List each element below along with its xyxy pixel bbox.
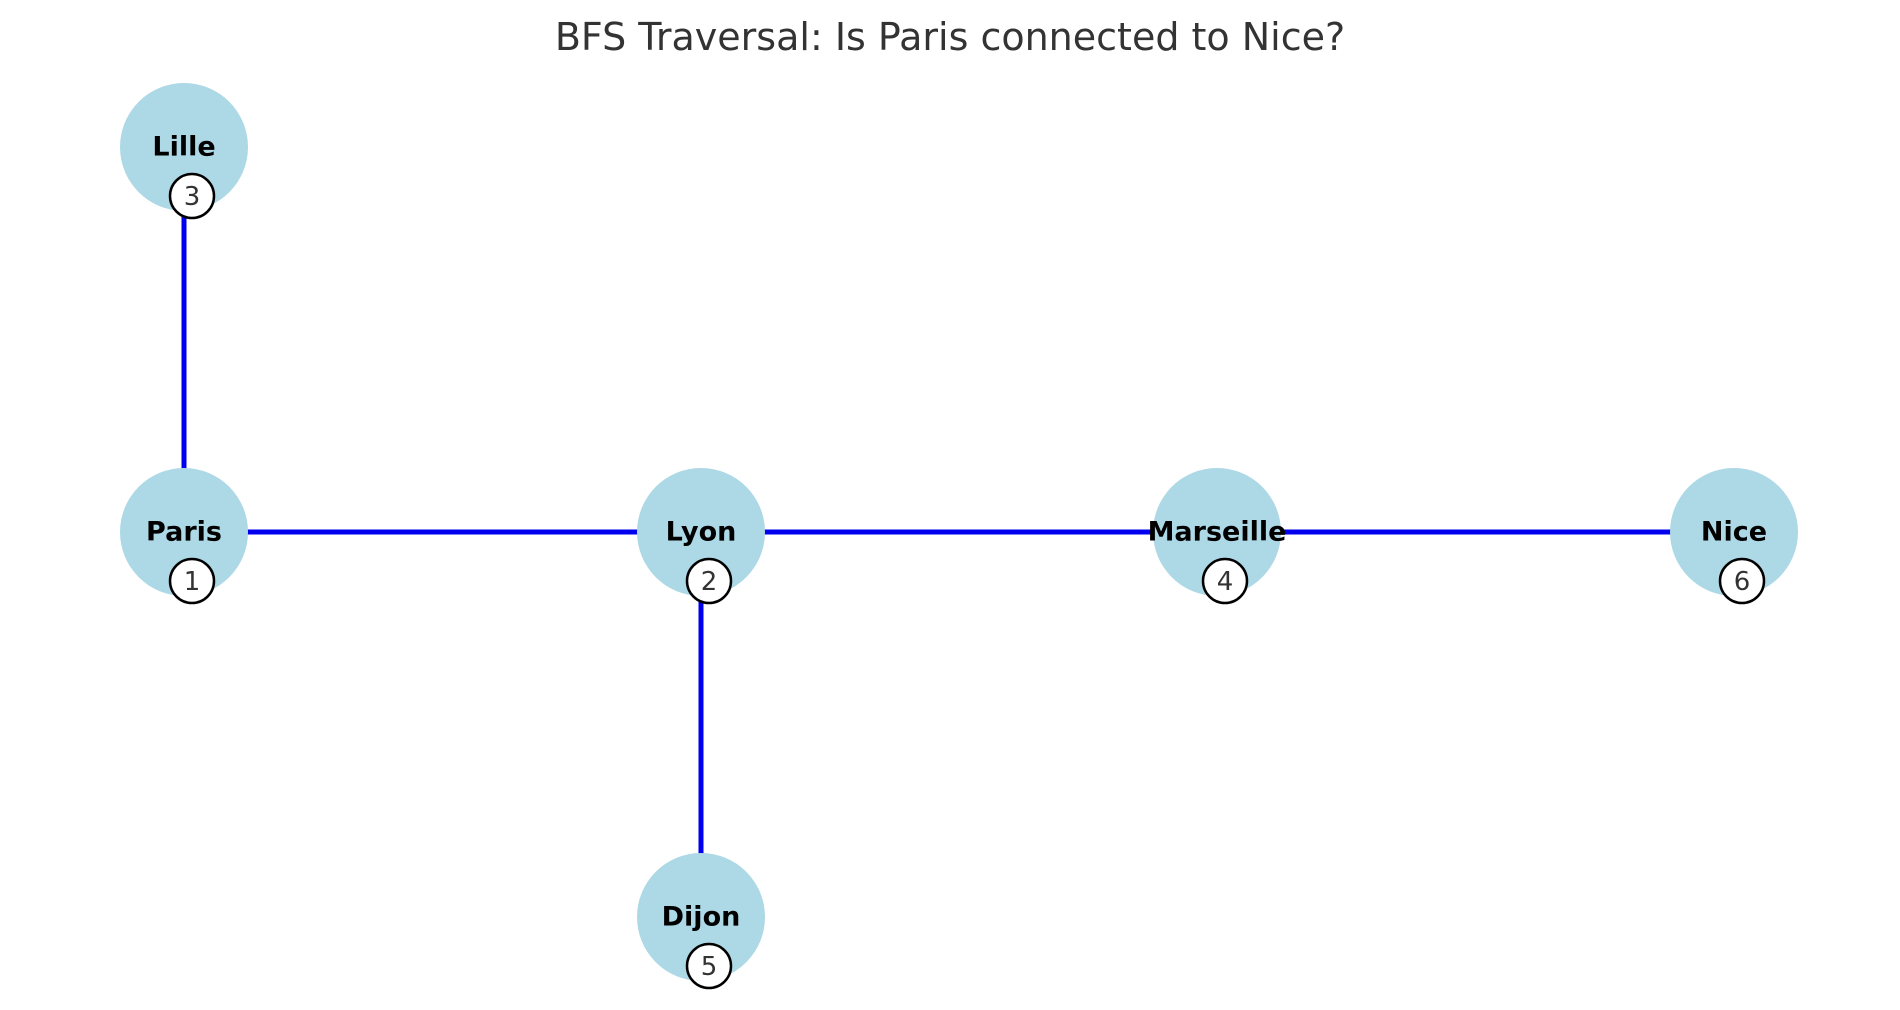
visit-order-badge bbox=[685, 942, 733, 990]
visit-order-label: 5 bbox=[701, 952, 718, 982]
node-circle bbox=[637, 468, 765, 596]
node-circle bbox=[1670, 468, 1798, 596]
visit-order-label: 1 bbox=[184, 567, 201, 597]
node-label: Nice bbox=[1701, 517, 1767, 548]
visit-order-label: 6 bbox=[1734, 567, 1751, 597]
node-label: Lyon bbox=[666, 517, 737, 548]
node-circle bbox=[120, 468, 248, 596]
node-marseille: Marseille 4 bbox=[1148, 468, 1287, 605]
visit-order-badge bbox=[168, 172, 216, 220]
node-lille: Lille 3 bbox=[120, 83, 248, 220]
node-nice: Nice 6 bbox=[1670, 468, 1798, 605]
visit-order-badge bbox=[1718, 557, 1766, 605]
visit-order-label: 2 bbox=[701, 567, 718, 597]
visit-order-badge bbox=[168, 557, 216, 605]
node-label: Marseille bbox=[1148, 517, 1287, 548]
node-dijon: Dijon 5 bbox=[637, 853, 765, 990]
diagram-title: BFS Traversal: Is Paris connected to Nic… bbox=[554, 15, 1346, 59]
node-lyon: Lyon 2 bbox=[637, 468, 765, 605]
node-label: Dijon bbox=[662, 902, 741, 933]
node-circle bbox=[1153, 468, 1281, 596]
visit-order-label: 3 bbox=[184, 182, 201, 212]
node-circle bbox=[637, 853, 765, 981]
visit-order-label: 4 bbox=[1217, 567, 1234, 597]
edges-layer bbox=[181, 147, 1734, 917]
node-label: Lille bbox=[152, 132, 215, 163]
node-paris: Paris 1 bbox=[120, 468, 248, 605]
node-label: Paris bbox=[146, 517, 222, 548]
node-circle bbox=[120, 83, 248, 211]
visit-order-badge bbox=[1201, 557, 1249, 605]
visit-order-badge bbox=[685, 557, 733, 605]
